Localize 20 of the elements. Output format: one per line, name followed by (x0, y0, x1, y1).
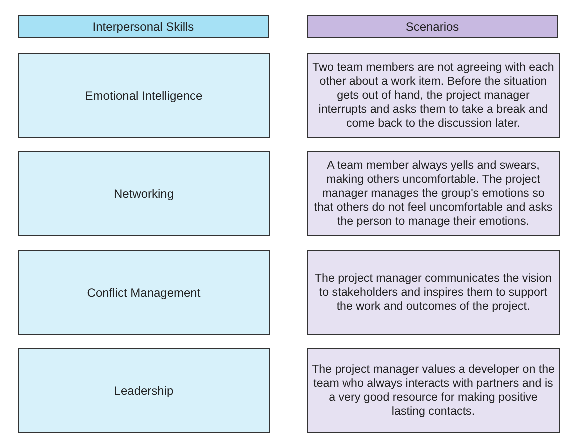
scenario-card (307, 53, 560, 138)
scenario-card (307, 250, 560, 335)
skill-label: Emotional Intelligence (85, 88, 203, 102)
scenario-text: The project manager values a developer on the team who always interacts with partners and is a very good resource for making positive lasting contacts. (312, 362, 555, 418)
skill-card (18, 250, 270, 335)
scenario-text: The project manager communicates the vision to stakeholders and inspires them to support the work and outcomes of the project. (314, 272, 554, 314)
header-label: Scenarios (406, 20, 460, 34)
scenario-text: Two team members are not agreeing with each other about a work item. Before the situation gets out of hand, the project manager interrupts and asks them to take a break and come back to the discussion later. (312, 60, 555, 130)
skill-card (18, 151, 270, 236)
skill-label: Leadership (114, 384, 174, 398)
skill-label: Networking (114, 186, 174, 200)
header-label: Interpersonal Skills (92, 20, 194, 34)
column-header (307, 15, 558, 38)
skill-card (18, 53, 270, 138)
skill-card (18, 348, 270, 433)
skill-label: Conflict Management (87, 286, 201, 300)
column-header (18, 15, 269, 38)
scenario-card (307, 151, 560, 236)
scenario-card (307, 348, 560, 433)
scenario-text: A team member always yells and swears, making others uncomfortable. The project manager manages the group's emotions so that others do not feel uncomfortable and asks the person to manage their emotions. (313, 158, 554, 228)
